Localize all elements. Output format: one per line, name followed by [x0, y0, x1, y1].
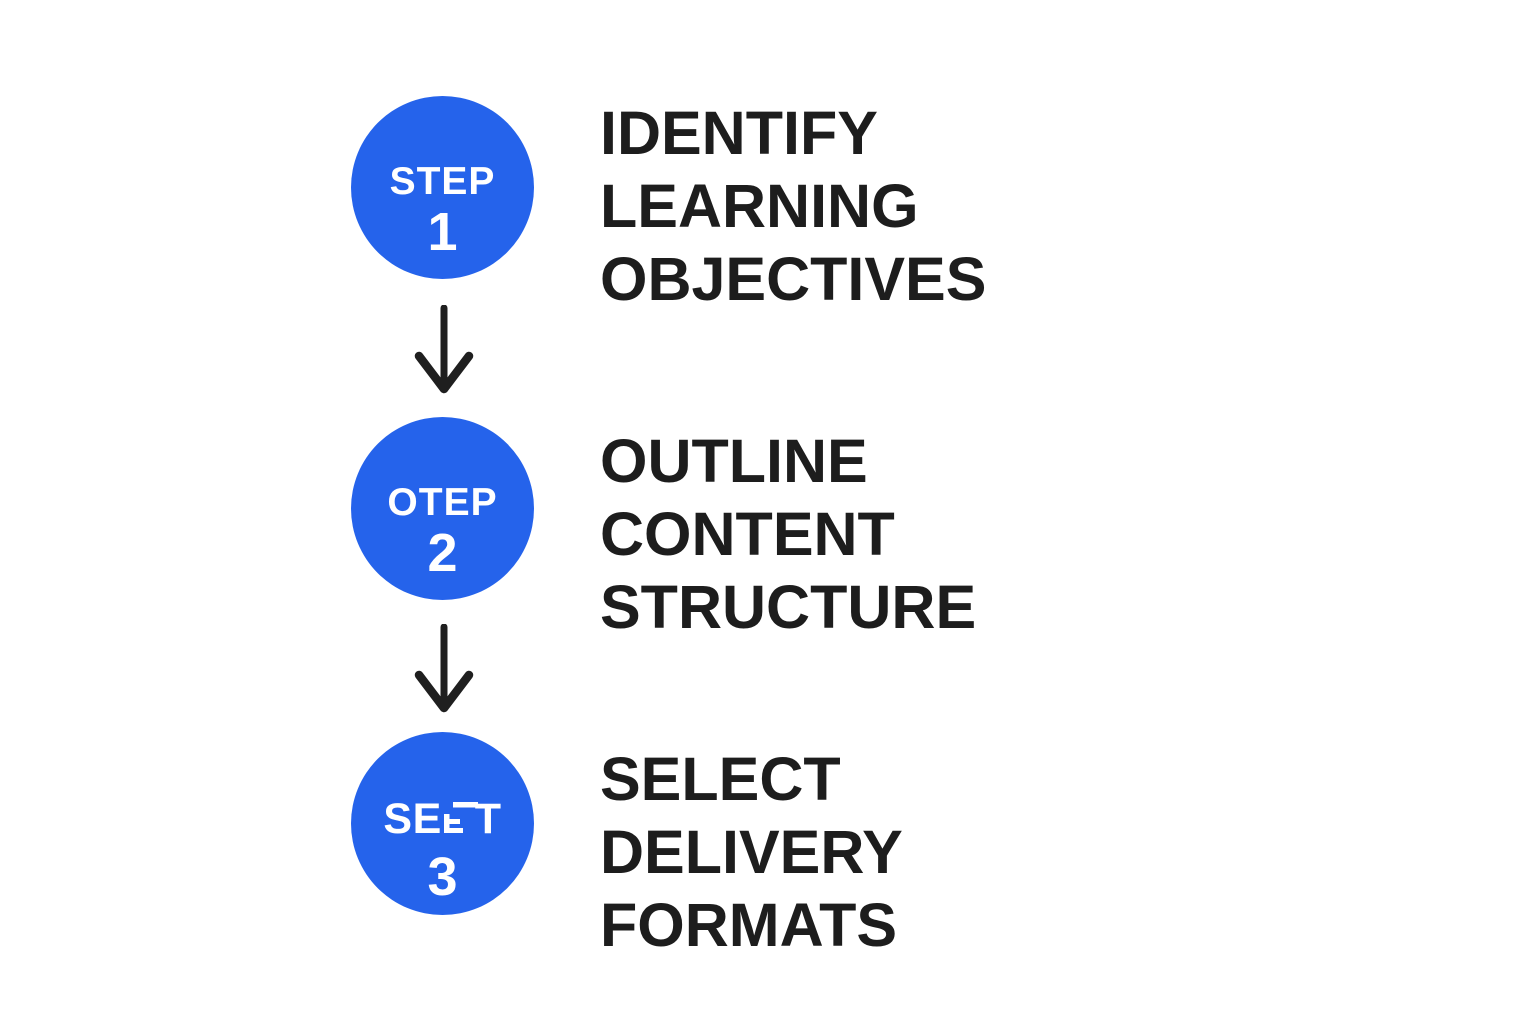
step-3-label-line-3: FORMATS	[600, 891, 898, 959]
down-arrow-icon	[414, 305, 474, 394]
step-1-circle: STEP 1	[351, 96, 534, 279]
step-2-label: OUTLINE CONTENT STRUCTURE	[600, 425, 976, 644]
step-2-label-line-2: CONTENT	[600, 500, 895, 568]
step-3-circle-word: SE T	[383, 798, 501, 841]
step-1-label-line-1: IDENTIFY	[600, 99, 878, 167]
step-2-label-line-3: STRUCTURE	[600, 573, 977, 641]
step-3-label: SELECT DELIVERY FORMATS	[600, 743, 903, 962]
step-1-label-line-3: OBJECTIVES	[600, 245, 987, 313]
step-3-circle-word-prefix: SE	[383, 795, 442, 843]
step-1-circle-word: STEP	[389, 160, 496, 203]
down-arrow-icon	[414, 624, 474, 713]
step-3-label-line-2: DELIVERY	[600, 818, 903, 886]
step-2-circle-number: 2	[427, 523, 458, 583]
step-3-circle-word-suffix: T	[474, 795, 502, 843]
step-3-circle: SE T 3	[351, 732, 534, 915]
step-3-label-line-1: SELECT	[600, 745, 841, 813]
step-1-label-line-2: LEARNING	[600, 172, 919, 240]
step-2-circle: OTEP 2	[351, 417, 534, 600]
step-2-circle-word: OTEP	[387, 481, 498, 524]
step-3-circle-number: 3	[427, 847, 458, 907]
step-2-label-line-1: OUTLINE	[600, 427, 868, 495]
garbled-letter-glyph	[443, 802, 478, 833]
step-1-circle-number: 1	[427, 202, 458, 262]
step-1-label: IDENTIFY LEARNING OBJECTIVES	[600, 97, 986, 316]
